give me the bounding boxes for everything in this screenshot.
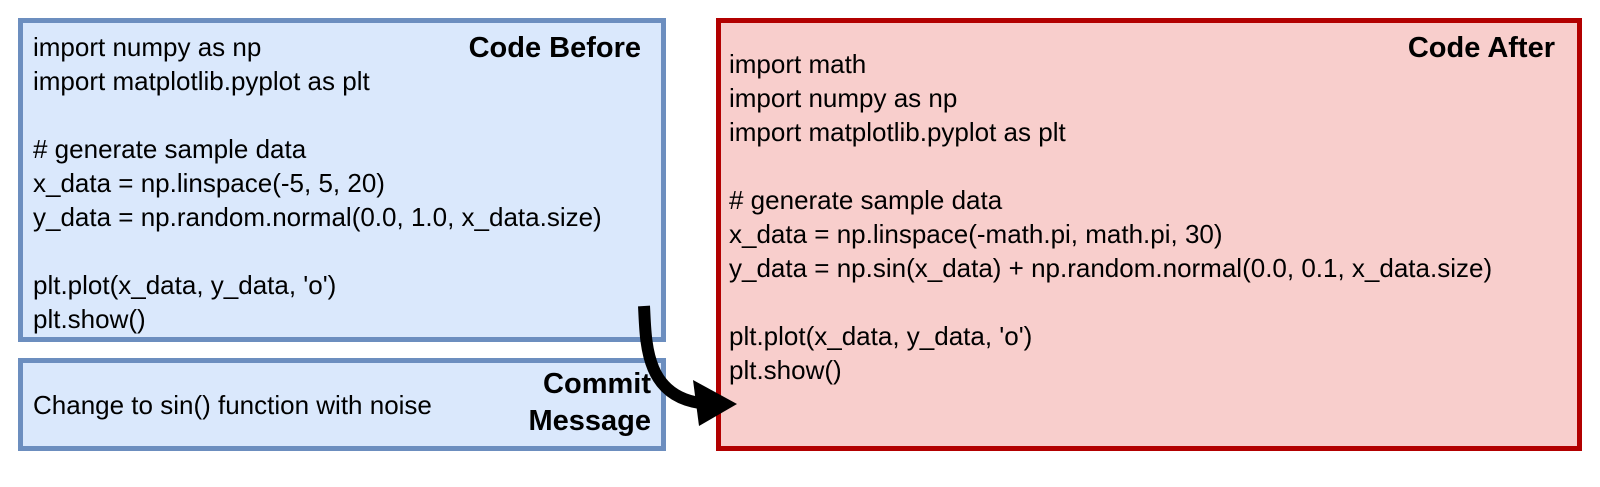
commit-message-text: Change to sin() function with noise [33,390,432,420]
code-before-title: Code Before [468,32,641,64]
code-after-title: Code After [1407,32,1555,64]
commit-message-title: Commit Message [528,368,651,437]
code-before-text: import numpy as np import matplotlib.pyp… [33,32,602,334]
commit-message-box: Change to sin() function with noise Comm… [18,358,666,451]
code-before-box: import numpy as np import matplotlib.pyp… [18,18,666,342]
code-after-box: import math import numpy as np import ma… [716,18,1582,451]
code-after-text: import math import numpy as np import ma… [729,49,1493,385]
